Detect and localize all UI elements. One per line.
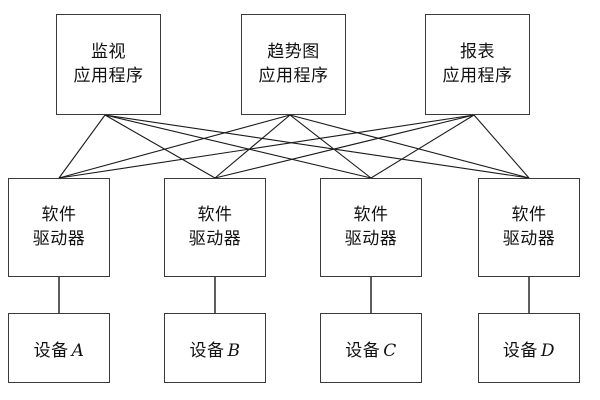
driver-node-1-line2: 驱动器 — [32, 228, 86, 249]
driver-node-2[interactable]: 软件 驱动器 — [164, 178, 266, 277]
application-node-report[interactable]: 报表 应用程序 — [425, 14, 530, 115]
device-node-b-prefix: 设备 — [189, 340, 225, 361]
driver-node-2-line2: 驱动器 — [188, 228, 242, 249]
edge-app1-to-drv2 — [104, 114, 216, 179]
application-node-trend-chart[interactable]: 趋势图 应用程序 — [241, 14, 346, 115]
driver-node-3-line2: 驱动器 — [344, 228, 398, 249]
edge-app3-to-drv1 — [58, 114, 475, 179]
edge-app1-to-drv3 — [104, 114, 372, 179]
driver-node-4[interactable]: 软件 驱动器 — [478, 178, 580, 277]
application-node-monitoring-line1: 监视 — [91, 42, 126, 63]
device-node-a-prefix: 设备 — [33, 340, 69, 361]
edge-app3-to-drv2 — [214, 114, 475, 179]
application-node-trend-chart-line1: 趋势图 — [267, 42, 320, 63]
application-node-monitoring[interactable]: 监视 应用程序 — [56, 14, 161, 115]
application-node-trend-chart-line2: 应用程序 — [258, 65, 329, 86]
driver-node-4-line1: 软件 — [511, 205, 547, 226]
driver-node-3[interactable]: 软件 驱动器 — [320, 178, 422, 277]
driver-node-2-line1: 软件 — [197, 205, 233, 226]
application-node-report-line1: 报表 — [460, 42, 495, 63]
device-node-d-suffix: D — [540, 340, 556, 361]
edge-app2-to-drv1 — [58, 114, 291, 179]
edge-app1-to-drv1 — [58, 114, 106, 179]
edge-app2-to-drv2 — [214, 114, 291, 179]
driver-node-1[interactable]: 软件 驱动器 — [8, 178, 110, 277]
device-node-b-suffix: B — [227, 340, 241, 361]
device-node-d-prefix: 设备 — [502, 340, 538, 361]
application-node-monitoring-line2: 应用程序 — [73, 65, 144, 86]
device-node-c-prefix: 设备 — [345, 340, 381, 361]
driver-node-3-line1: 软件 — [353, 205, 389, 226]
edge-app1-to-drv4 — [104, 114, 530, 179]
device-node-a-suffix: A — [71, 340, 85, 361]
driver-node-4-line2: 驱动器 — [502, 228, 556, 249]
edge-app2-to-drv3 — [289, 114, 372, 179]
edge-app2-to-drv4 — [289, 114, 530, 179]
edge-app3-to-drv4 — [473, 114, 530, 179]
application-node-report-line2: 应用程序 — [442, 65, 513, 86]
driver-node-1-line1: 软件 — [41, 205, 77, 226]
edge-app3-to-drv3 — [370, 114, 475, 179]
device-node-c-suffix: C — [383, 340, 397, 361]
